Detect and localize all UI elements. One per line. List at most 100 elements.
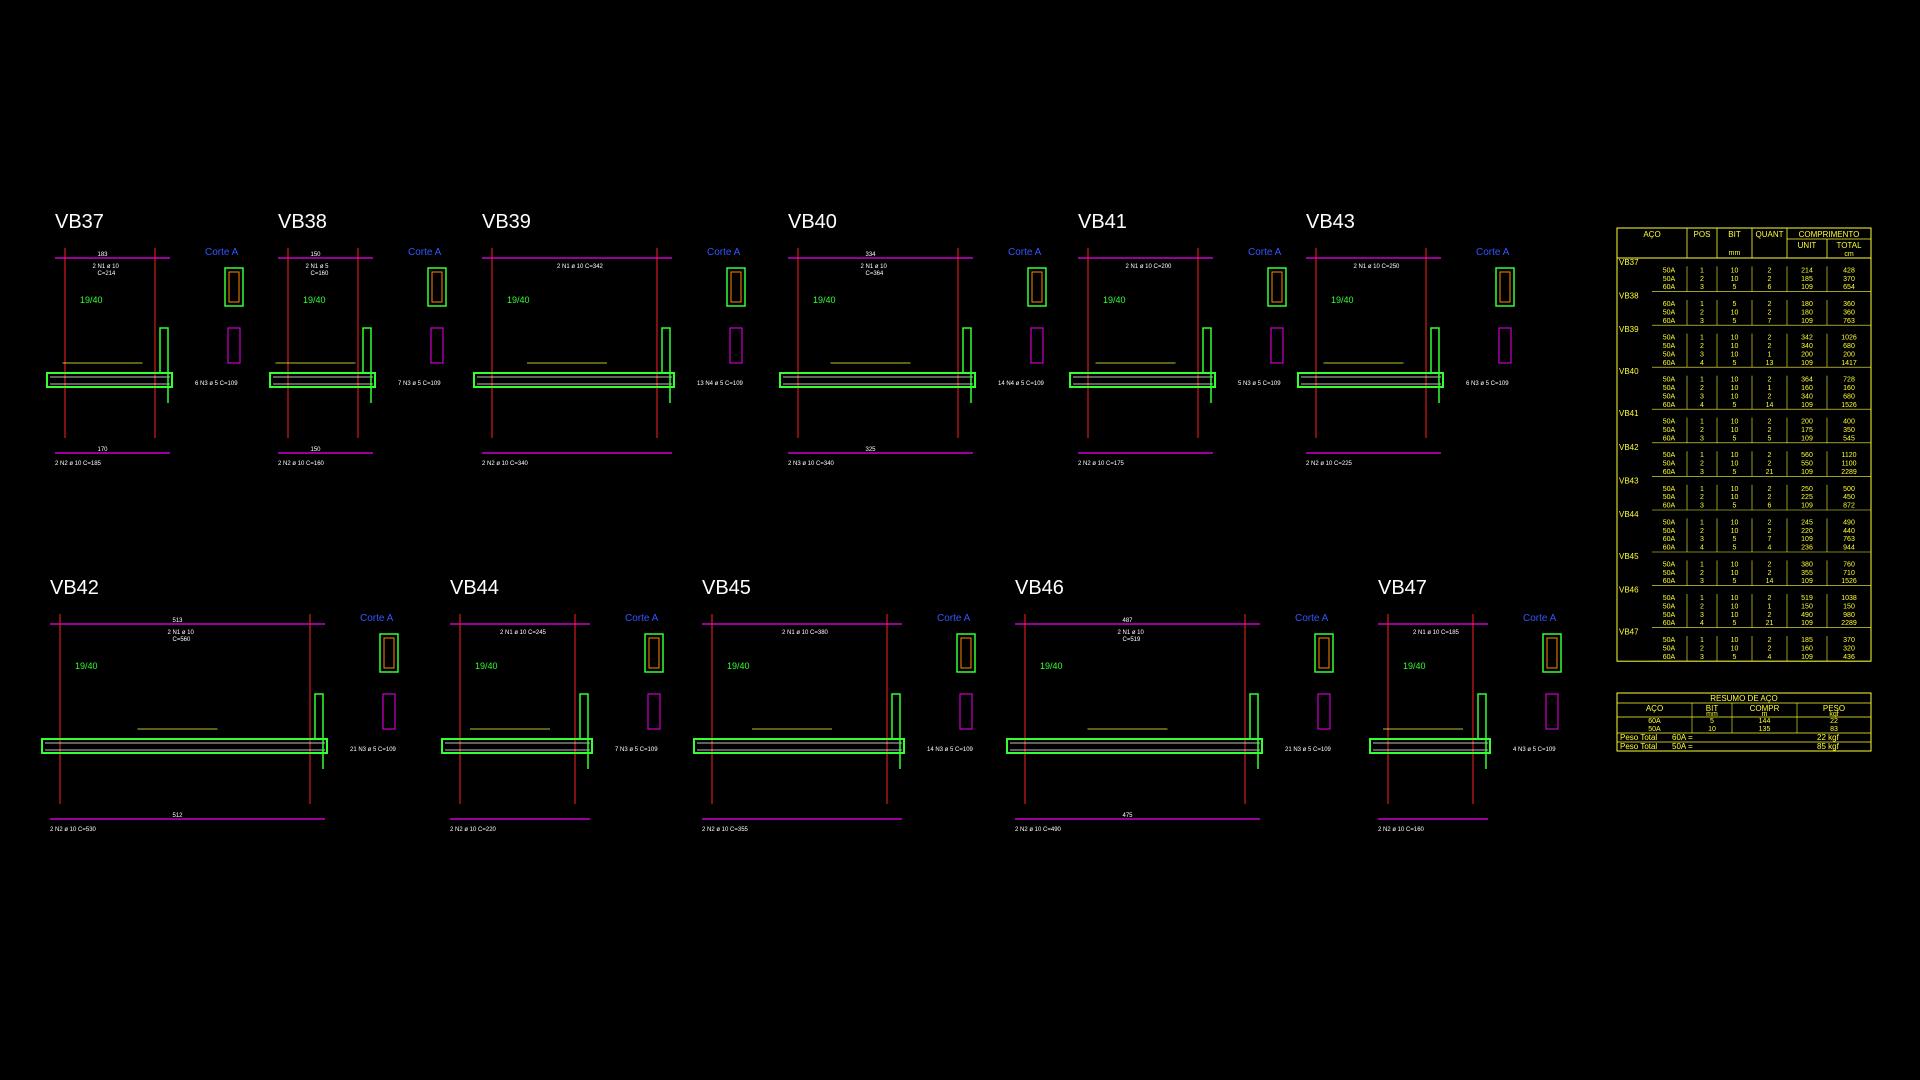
table-cell: 2 xyxy=(1700,343,1704,350)
peso-total-steel: 60A = xyxy=(1672,733,1693,742)
table-cell: 2 xyxy=(1768,461,1772,468)
table-cell: 10 xyxy=(1731,595,1739,602)
peso-total-label: Peso Total xyxy=(1620,733,1657,742)
table-cell: 10 xyxy=(1731,309,1739,316)
table-cell: 5 xyxy=(1733,578,1737,585)
table-cell: 50A xyxy=(1663,393,1676,400)
table-cell: 4 xyxy=(1700,545,1704,552)
top-bar-label: 2 N1 ø 10 C=342 xyxy=(557,264,604,270)
beam-outline xyxy=(693,738,905,754)
section-stirrup xyxy=(383,637,395,669)
top-bar-label: 2 N1 ø 10 C=185 xyxy=(1413,630,1460,636)
section-label: 19/40 xyxy=(507,295,530,305)
table-cell: 10 xyxy=(1731,461,1739,468)
table-cell: 2 xyxy=(1768,267,1772,274)
section-outline xyxy=(379,633,399,673)
column-outline xyxy=(661,327,671,403)
table-cell: 60A xyxy=(1663,545,1676,552)
top-bar-label: 2 N1 ø 10 xyxy=(93,264,120,270)
table-cell: 490 xyxy=(1843,519,1855,526)
stirrup-label: 7 N3 ø 5 C=109 xyxy=(615,747,658,753)
span-bottom-label: 325 xyxy=(865,447,876,453)
table-cell: 3 xyxy=(1700,318,1704,325)
table-cell: 10 xyxy=(1731,486,1739,493)
table-cell: 109 xyxy=(1801,654,1813,661)
table-cell: 2 xyxy=(1768,637,1772,644)
section-outline xyxy=(644,633,664,673)
peso-total-value: 22 kgf xyxy=(1817,733,1840,742)
table-cell: 214 xyxy=(1801,267,1813,274)
header-total: TOTAL xyxy=(1836,241,1862,250)
section-outline xyxy=(1027,267,1047,307)
table-cell: 3 xyxy=(1700,393,1704,400)
column-outline xyxy=(1202,327,1212,403)
beam-outline xyxy=(1069,372,1216,388)
table-cell: 763 xyxy=(1843,318,1855,325)
table-cell: 10 xyxy=(1731,419,1739,426)
table-cell: 14 xyxy=(1766,402,1774,409)
table-cell: 10 xyxy=(1731,645,1739,652)
table-cell: 5 xyxy=(1733,284,1737,291)
table-cell: 50A xyxy=(1663,309,1676,316)
beam-title: VB43 xyxy=(1306,211,1355,233)
table-cell: 10 xyxy=(1731,637,1739,644)
table-cell: 50A xyxy=(1663,603,1676,610)
beam-outline xyxy=(441,738,593,754)
table-cell: 4 xyxy=(1768,654,1772,661)
table-cell: 109 xyxy=(1801,536,1813,543)
section-stirrup xyxy=(1271,271,1283,303)
table-cell: 1 xyxy=(1768,603,1772,610)
table-cell: 2 xyxy=(1768,570,1772,577)
table-cell: 50A xyxy=(1663,561,1676,568)
table-cell: 350 xyxy=(1843,427,1855,434)
top-bar-label: 2 N1 ø 10 C=380 xyxy=(782,630,829,636)
column-outline xyxy=(1477,693,1487,769)
section-label: 19/40 xyxy=(475,661,498,671)
table-cell: 5 xyxy=(1733,318,1737,325)
table-cell: 3 xyxy=(1700,351,1704,358)
table-cell: 2 xyxy=(1768,276,1772,283)
table-cell: 5 xyxy=(1733,654,1737,661)
section-stirrup xyxy=(1499,271,1511,303)
beam-title: VB47 xyxy=(1378,577,1427,599)
table-cell: 2 xyxy=(1768,561,1772,568)
span-top-label: 513 xyxy=(172,618,183,624)
table-cell: 50A xyxy=(1663,645,1676,652)
table-cell: 60A xyxy=(1663,654,1676,661)
beam-outline xyxy=(1006,738,1263,754)
table-cell: 3 xyxy=(1700,435,1704,442)
table-cell: 1526 xyxy=(1841,402,1857,409)
table-cell: 364 xyxy=(1801,377,1813,384)
table-cell: 3 xyxy=(1700,654,1704,661)
stirrup-shape xyxy=(1498,327,1512,364)
summary-cell: 135 xyxy=(1759,726,1771,733)
stirrup-shape xyxy=(227,327,241,364)
section-outline xyxy=(224,267,244,307)
table-cell: 2 xyxy=(1768,452,1772,459)
table-cell: 436 xyxy=(1843,654,1855,661)
column-outline xyxy=(579,693,589,769)
column-outline xyxy=(159,327,169,403)
table-cell: 872 xyxy=(1843,503,1855,510)
table-cell: 944 xyxy=(1843,545,1855,552)
table-cell: 1 xyxy=(1700,419,1704,426)
table-cell: 545 xyxy=(1843,435,1855,442)
table-cell: 550 xyxy=(1801,461,1813,468)
summary-header-bit: BIT xyxy=(1706,704,1719,713)
summary-cell: 144 xyxy=(1759,718,1771,725)
beam-outline xyxy=(779,372,976,388)
table-cell: 10 xyxy=(1731,603,1739,610)
table-cell: 3 xyxy=(1700,536,1704,543)
table-group-label: VB39 xyxy=(1619,325,1639,334)
beam-title: VB42 xyxy=(50,577,99,599)
bottom-bar-label: 2 N2 ø 10 C=225 xyxy=(1306,461,1353,467)
table-cell: 109 xyxy=(1801,318,1813,325)
column-outline xyxy=(1430,327,1440,403)
table-cell: 50A xyxy=(1663,335,1676,342)
